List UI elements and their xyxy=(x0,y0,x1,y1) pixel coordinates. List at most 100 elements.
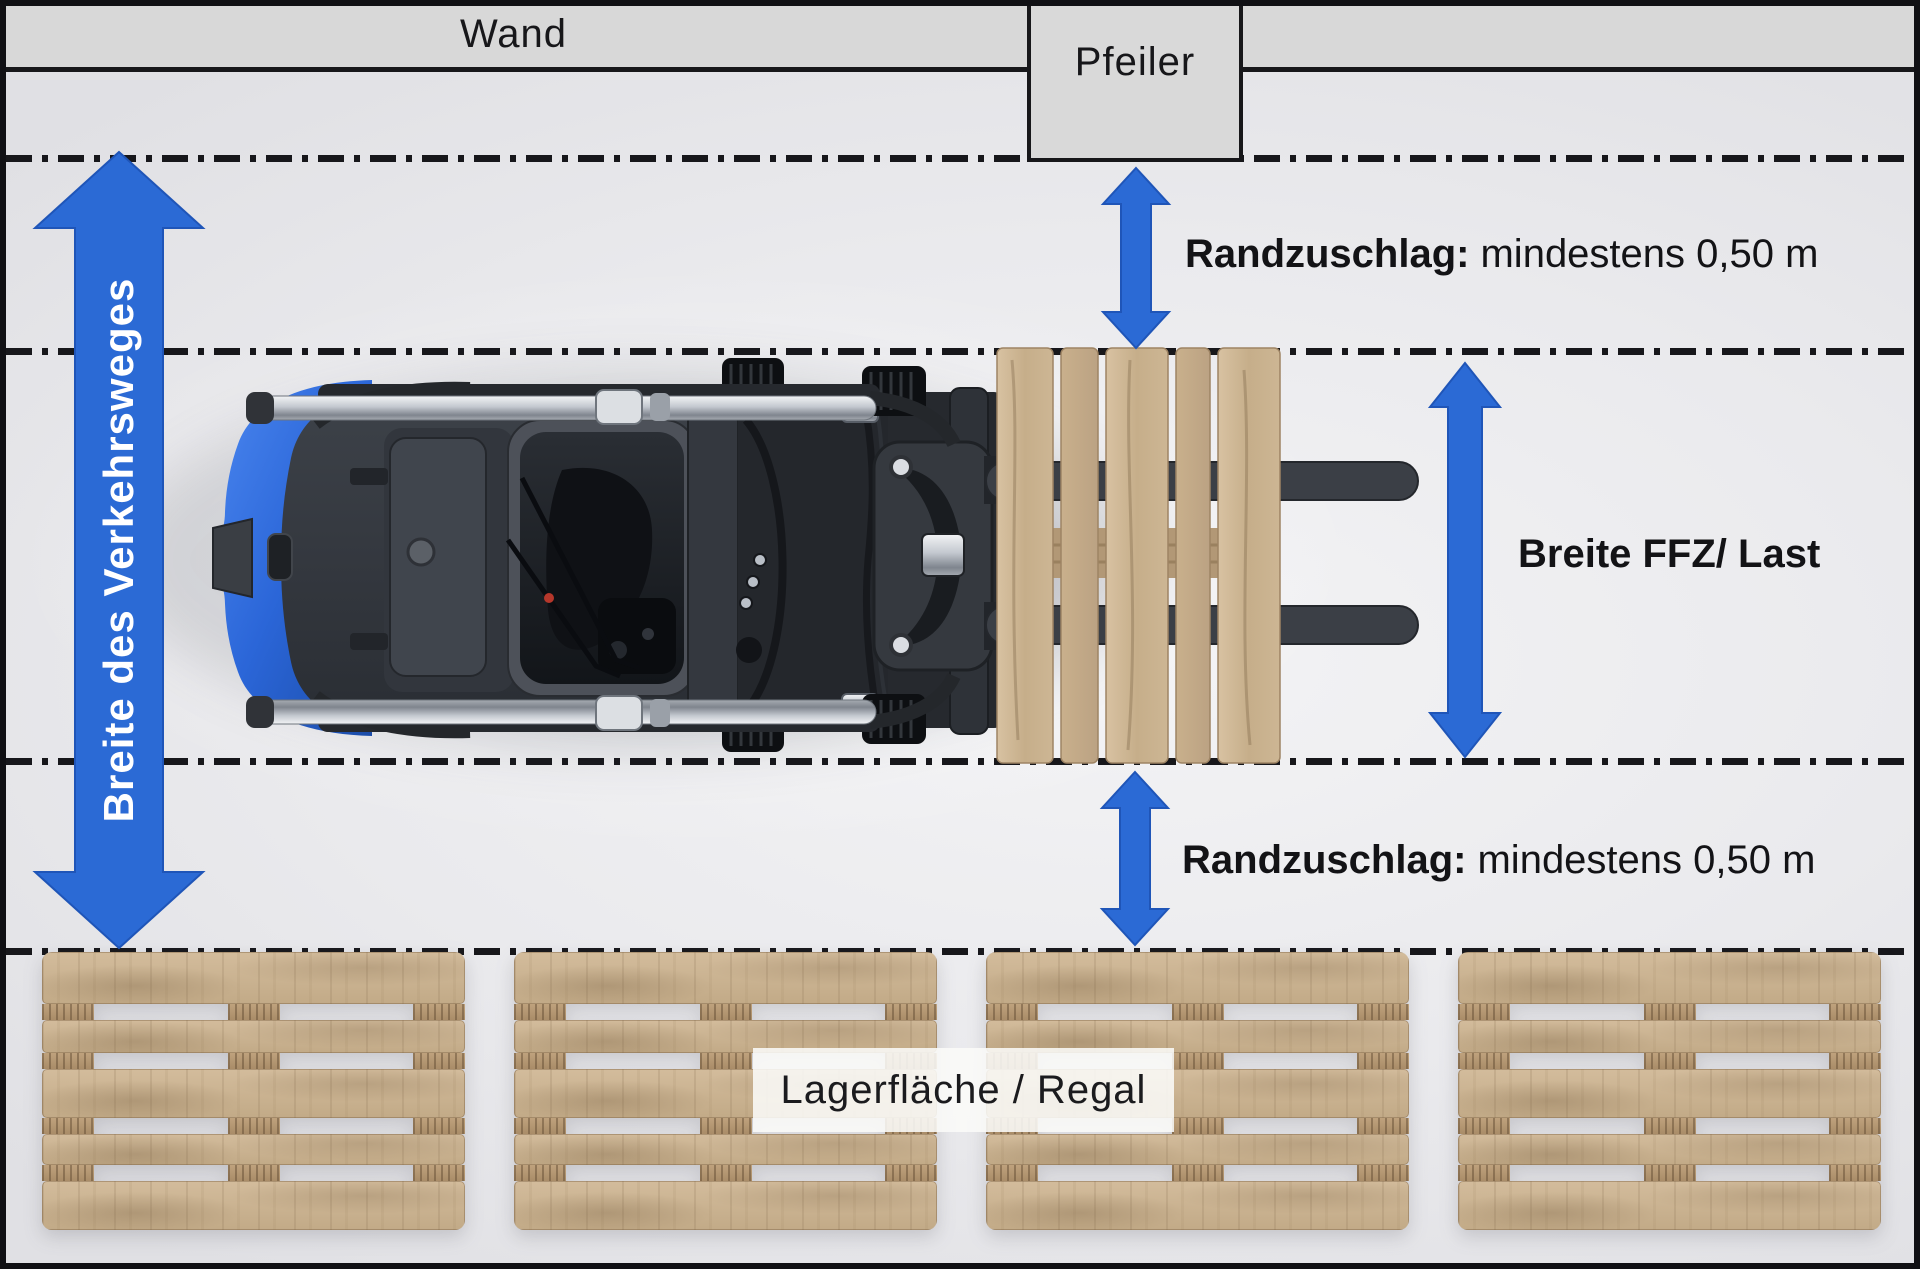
pallet-block xyxy=(514,1053,566,1069)
clearance-arrow-top xyxy=(1100,166,1172,350)
pallet-block xyxy=(1458,1053,1510,1069)
pallet-deck-board xyxy=(42,952,465,1004)
carriage-roller xyxy=(921,533,965,577)
pallet-gap xyxy=(42,1165,465,1181)
carriage-cutout xyxy=(894,467,962,647)
clearance-term: Randzuschlag: xyxy=(1182,838,1467,882)
pallet-deck-board xyxy=(514,952,937,1004)
wiper-blade xyxy=(505,538,621,679)
guard-corner-tube xyxy=(869,391,961,448)
pallet-deck-board xyxy=(986,1181,1409,1230)
wood-grain xyxy=(1010,359,1252,751)
pallet-block xyxy=(1643,1118,1696,1134)
cylinder-end-cap xyxy=(246,392,274,424)
clearance-value: mindestens 0,50 m xyxy=(1480,232,1819,276)
hydraulic-hose xyxy=(862,411,880,709)
pallet-block xyxy=(1357,1004,1409,1020)
clearance-term: Randzuschlag: xyxy=(1185,232,1470,276)
storage-pallet xyxy=(514,952,937,1230)
pallet-block xyxy=(1171,1004,1224,1020)
clearance-value: mindestens 0,50 m xyxy=(1477,838,1816,882)
wall-label: Wand xyxy=(459,12,567,56)
pallet-block xyxy=(1829,1118,1881,1134)
load-width-arrow xyxy=(1427,361,1503,759)
pallet-block xyxy=(1357,1053,1409,1069)
pallet-block xyxy=(413,1165,465,1181)
pallet-deck-board xyxy=(1458,1020,1881,1053)
storage-label-box: Lagerfläche / Regal xyxy=(753,1048,1174,1132)
pillar: Pfeiler xyxy=(1027,0,1243,162)
pallet-block xyxy=(227,1165,280,1181)
counterweight-panel xyxy=(389,437,487,677)
pallet-block xyxy=(699,1053,752,1069)
wiper-blade xyxy=(519,476,641,671)
overhead-guard-cylinder xyxy=(251,699,877,725)
pallet-gap xyxy=(1458,1165,1881,1181)
pallet-gap xyxy=(42,1053,465,1069)
carriage-pin xyxy=(889,633,913,657)
pallet-deck-board xyxy=(1458,1181,1881,1230)
pallet-block xyxy=(1458,1004,1510,1020)
pallet-deck-board xyxy=(42,1181,465,1230)
load-width-label: Breite FFZ/ Last xyxy=(1518,532,1821,576)
boundary-line-storage xyxy=(6,948,1914,955)
lever-knob xyxy=(746,575,760,589)
pillar-label: Pfeiler xyxy=(1074,40,1196,84)
pallet-block xyxy=(699,1165,752,1181)
pallet-gap xyxy=(42,1004,465,1020)
pallet-block xyxy=(986,1165,1038,1181)
pallet-block xyxy=(1829,1165,1881,1181)
pallet-block xyxy=(885,1004,937,1020)
boundary-line-wall-clearance xyxy=(6,155,1914,162)
cylinder-end-cap xyxy=(246,696,274,728)
cylinder-collar xyxy=(595,389,643,425)
pallet-block xyxy=(1829,1053,1881,1069)
clearance-arrow-bottom xyxy=(1099,770,1171,947)
pallet-block xyxy=(1643,1004,1696,1020)
cup-holder xyxy=(736,637,762,663)
rear-vent xyxy=(267,533,293,581)
lever-knob xyxy=(753,553,767,567)
clearance-label-bottom: Randzuschlag:mindestens 0,50 m xyxy=(1182,838,1815,883)
pallet-deck-board xyxy=(42,1069,465,1118)
pallet-deck-board xyxy=(986,952,1409,1004)
pallet-deck-board xyxy=(1458,1069,1881,1118)
storage-label: Lagerfläche / Regal xyxy=(780,1068,1147,1112)
pallet-deck-board xyxy=(42,1020,465,1053)
pallet-block xyxy=(699,1118,752,1134)
vent-slot xyxy=(350,633,388,650)
pallet-block xyxy=(1643,1165,1696,1181)
pallet-deck-board xyxy=(1458,1134,1881,1165)
pallet-block xyxy=(986,1004,1038,1020)
pallet-block xyxy=(227,1118,280,1134)
pallet-block xyxy=(413,1053,465,1069)
tow-hitch xyxy=(212,517,253,599)
lever-knob xyxy=(739,596,753,610)
cylinder-fitting xyxy=(650,393,670,421)
pallet-block xyxy=(514,1004,566,1020)
pallet-block xyxy=(699,1004,752,1020)
storage-pallet xyxy=(986,952,1409,1230)
pallet-gap xyxy=(42,1118,465,1134)
pallet-deck-board xyxy=(1175,347,1211,764)
traffic-route-width-arrow xyxy=(32,150,206,950)
control-console xyxy=(598,598,676,674)
pallet-block xyxy=(1458,1118,1510,1134)
hydraulic-cap xyxy=(406,537,436,567)
pallet-block xyxy=(227,1004,280,1020)
pallet-gap xyxy=(986,1165,1409,1181)
wall: Wand xyxy=(0,0,1920,72)
pallet-deck-board xyxy=(1217,347,1281,764)
pallet-gap xyxy=(514,1165,937,1181)
pallet-block xyxy=(42,1165,94,1181)
forklift-truck xyxy=(212,358,1004,752)
cylinder-fitting xyxy=(650,699,670,727)
vent-slot xyxy=(350,468,388,485)
clearance-label-top: Randzuschlag:mindestens 0,50 m xyxy=(1185,232,1818,277)
seat-back-edge xyxy=(742,417,787,709)
overhead-guard-cylinder xyxy=(251,395,877,421)
pallet-deck-board xyxy=(1458,952,1881,1004)
cylinder-collar xyxy=(595,695,643,731)
storage-pallet xyxy=(42,952,465,1230)
